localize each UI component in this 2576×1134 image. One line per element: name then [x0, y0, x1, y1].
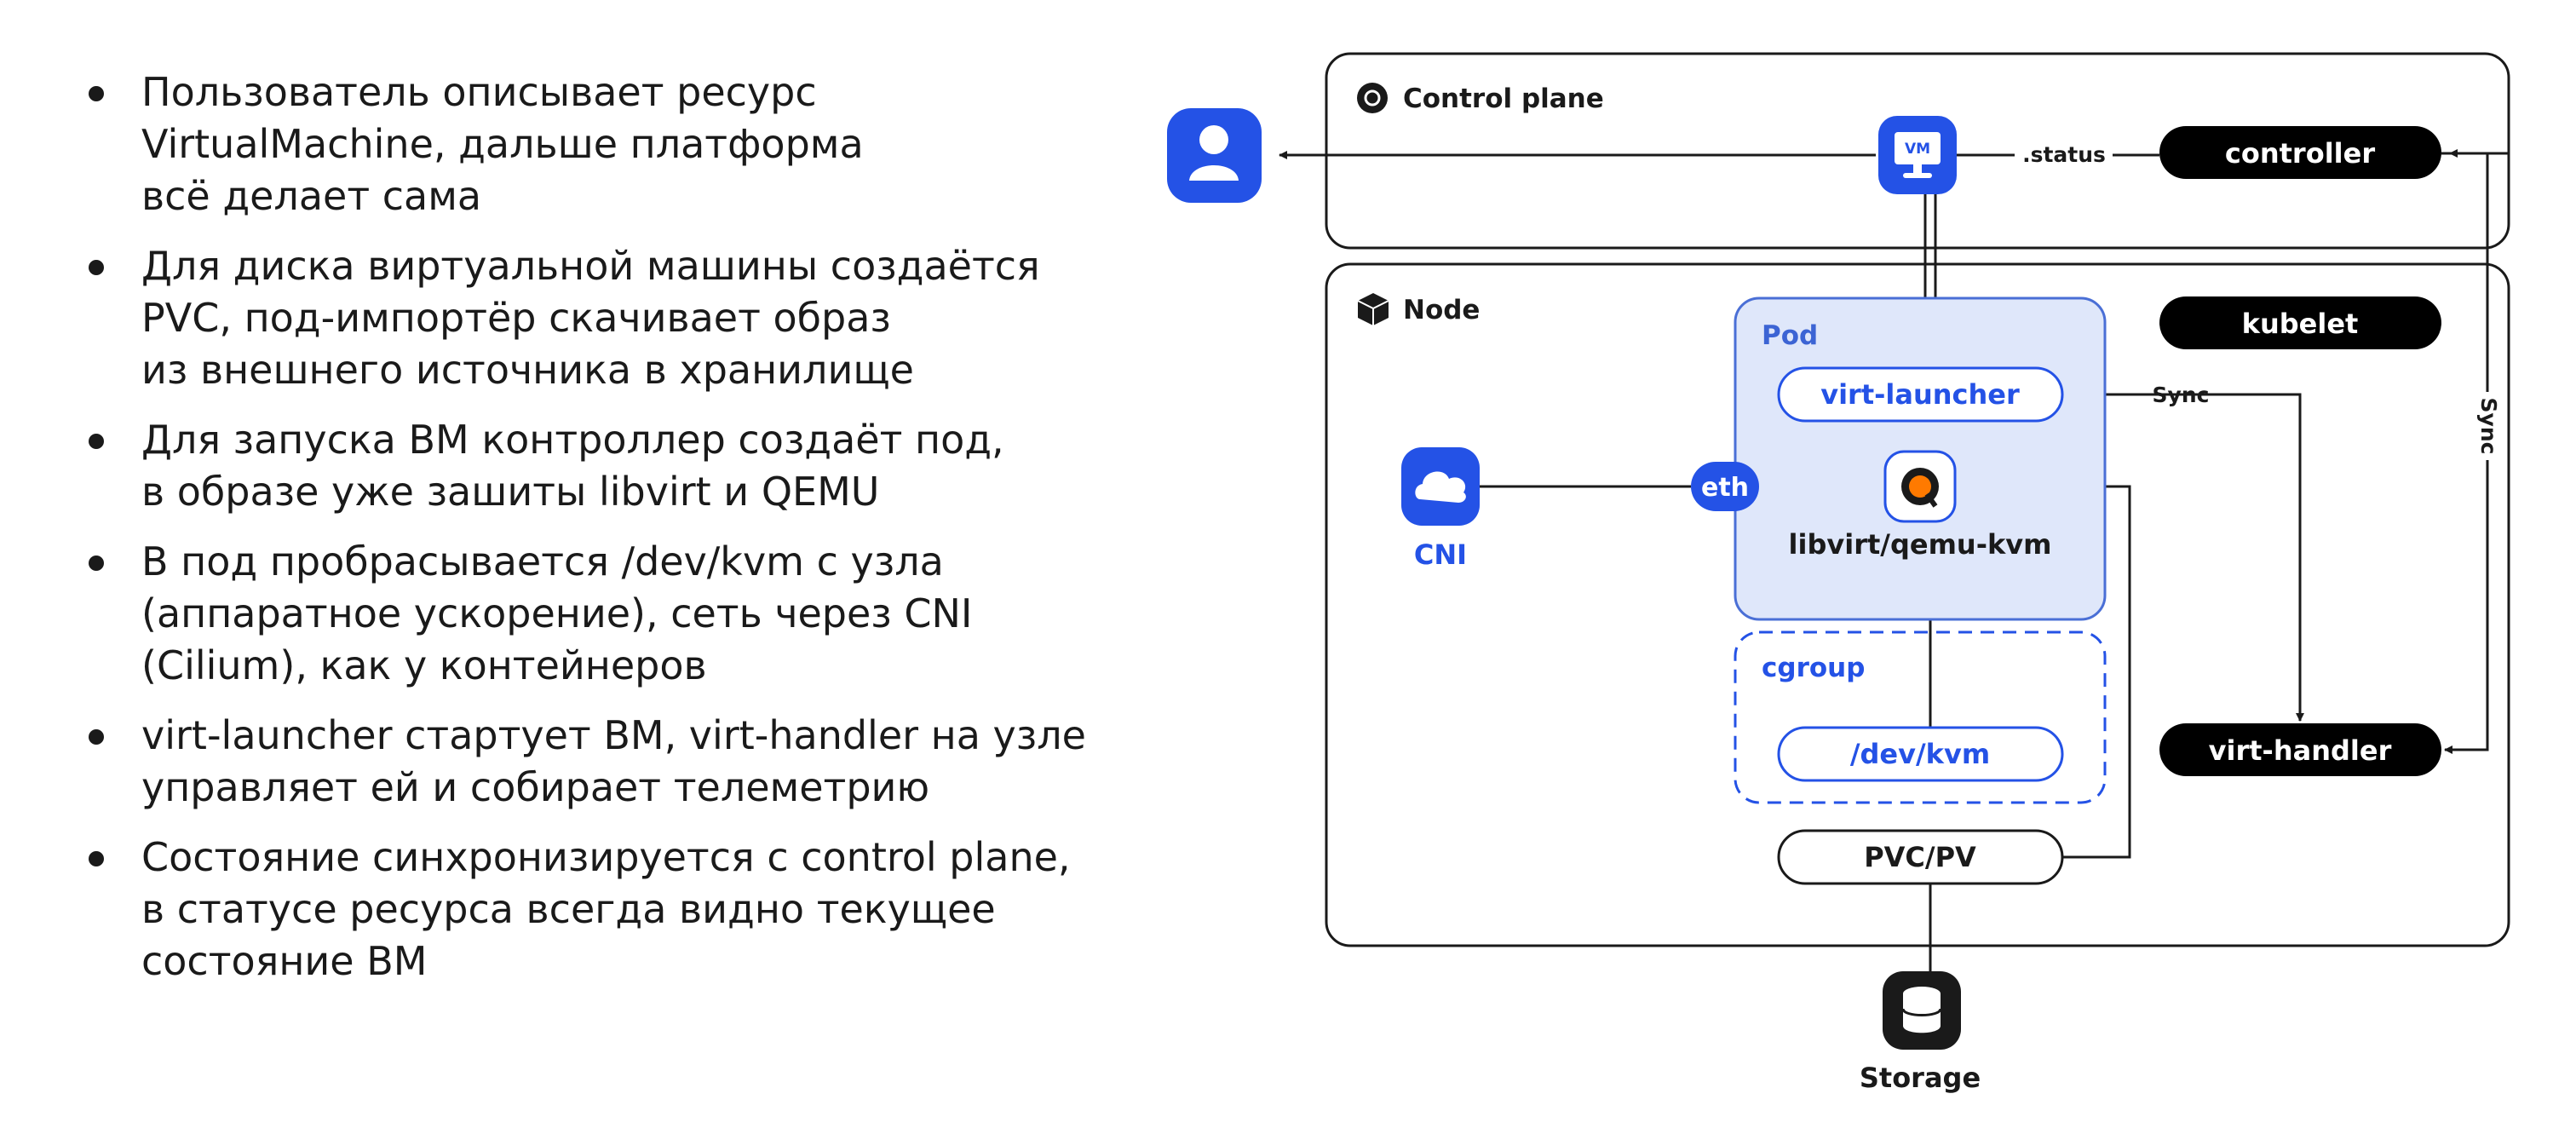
bullet-line: В под пробрасывается /dev/kvm с узла	[141, 538, 944, 584]
cgroup-box	[1734, 630, 2107, 804]
cni-label: CNI	[1414, 538, 1467, 571]
eth-label: eth	[1701, 473, 1749, 503]
bullet-item: В под пробрасывается /dev/kvm с узла (апп…	[82, 536, 1155, 692]
bullet-line: PVC, под-импортёр скачивает образ	[141, 295, 891, 341]
kubernetes-icon	[1357, 83, 1388, 113]
vm-label: VM	[1905, 141, 1930, 158]
database-icon	[1883, 971, 1961, 1050]
virt-launcher-label: virt-launcher	[1820, 378, 2020, 411]
bullet-line: (аппаратное ускорение), сеть через CNI	[141, 590, 973, 636]
cube-icon	[1357, 293, 1389, 325]
bullet-line: virt-launcher стартует ВМ, virt-handler …	[141, 712, 1086, 758]
controller-label: controller	[2225, 137, 2375, 170]
control-plane-box	[1325, 52, 2510, 250]
kubelet-pill	[2159, 296, 2441, 349]
bullet-item: Для запуска ВМ контроллер создаёт под, в …	[82, 414, 1155, 518]
dev-kvm-label: /dev/kvm	[1850, 738, 1990, 770]
bullet-line: в образе уже зашиты libvirt и QEMU	[141, 469, 880, 515]
status-label: .status	[2022, 142, 2106, 167]
node-label: Node	[1403, 295, 1480, 325]
virt-launcher-pill	[1777, 366, 2064, 423]
pvc-pill	[1777, 829, 2064, 885]
eth-pill	[1691, 462, 1759, 511]
dev-kvm-pill	[1777, 726, 2064, 782]
bullet-line: Пользователь описывает ресурс	[141, 69, 817, 115]
qemu-icon	[1883, 450, 1957, 523]
bullet-item: Состояние синхронизируется с control pla…	[82, 832, 1155, 987]
pod-label: Pod	[1762, 320, 1818, 351]
controller-pill	[2159, 126, 2441, 179]
bullet-line: в статусе ресурса всегда видно текущее	[141, 886, 996, 932]
bullet-item: virt-launcher стартует ВМ, virt-handler …	[82, 710, 1155, 814]
node-box	[1325, 262, 2510, 947]
virt-handler-pill	[2159, 723, 2441, 776]
user-icon	[1167, 108, 1262, 203]
bullet-line: Для диска виртуальной машины создаётся	[141, 243, 1040, 289]
bullet-line: Состояние синхронизируется с control pla…	[141, 834, 1071, 880]
bullet-line: всё делает сама	[141, 173, 482, 219]
sync-right-label: Sync	[2476, 398, 2501, 455]
cloud-icon	[1401, 447, 1480, 526]
bullet-line: VirtualMachine, дальше платформа	[141, 121, 864, 167]
bullet-line: (Cilium), как у контейнеров	[141, 642, 707, 688]
bullet-line: из внешнего источника в хранилище	[141, 347, 914, 393]
control-plane-label: Control plane	[1403, 83, 1604, 114]
bullet-line: состояние ВМ	[141, 938, 428, 984]
kubelet-label: kubelet	[2242, 308, 2359, 340]
libvirt-label: libvirt/qemu-kvm	[1789, 528, 2052, 561]
vm-monitor-icon: VM	[1878, 116, 1957, 194]
bullet-line: управляет ей и собирает телеметрию	[141, 764, 930, 810]
pvc-label: PVC/PV	[1864, 841, 1976, 873]
virt-handler-label: virt-handler	[2209, 734, 2392, 767]
bullet-line: Для запуска ВМ контроллер создаёт под,	[141, 417, 1004, 463]
cgroup-label: cgroup	[1762, 653, 1865, 683]
sync-left-label: Sync	[2153, 383, 2210, 407]
storage-label: Storage	[1860, 1062, 1981, 1094]
